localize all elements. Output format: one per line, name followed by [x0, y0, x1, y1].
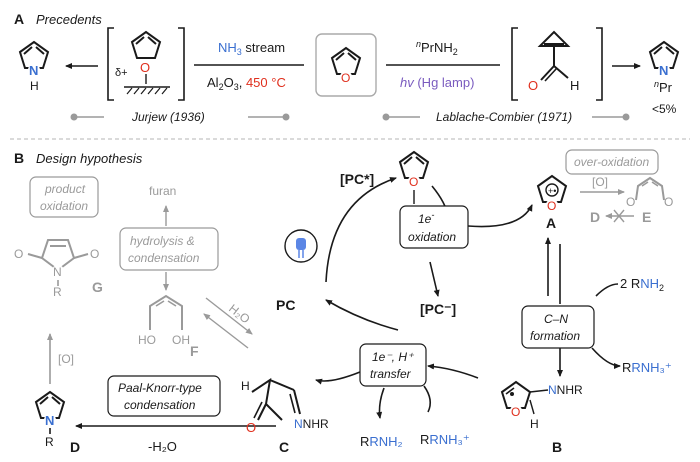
ref-jurjew: Jurjew (1936): [70, 110, 290, 124]
h2o-diag: H₂O: [226, 301, 252, 326]
paal-line1: Paal-Knorr-type: [118, 381, 202, 395]
pyrrole-nh-structure: N H: [18, 40, 50, 93]
oxidation-box: [399, 205, 469, 249]
cn-line1: C–N: [544, 312, 568, 326]
svg-text:N: N: [659, 63, 668, 78]
pc-minus: [PC⁻]: [420, 301, 456, 317]
cyclopropenyl-aldehyde: O H: [511, 27, 603, 101]
label-f: F: [190, 343, 199, 359]
label-a: A: [546, 215, 556, 231]
g-o-left: O: [14, 247, 23, 261]
cn-line2: formation: [530, 329, 580, 343]
product-oxidation-box: [29, 176, 99, 218]
product-ox-line1: product: [44, 182, 86, 196]
label-g: G: [92, 279, 103, 295]
ref-left-text: Jurjew (1936): [131, 110, 205, 124]
label-b: B: [552, 439, 562, 455]
alumina-condition: Al2O3, 450 °C: [207, 75, 286, 92]
label-d: D: [70, 439, 80, 455]
c-o: O: [246, 420, 256, 435]
ref-lablache: Lablache-Combier (1971): [382, 110, 630, 124]
e-o2: O: [664, 195, 673, 209]
label-c: C: [279, 439, 289, 455]
svg-text:O: O: [341, 71, 350, 85]
rnh2-bottom: RRNH₂: [360, 434, 403, 449]
delta-plus: δ+: [115, 67, 128, 79]
reagent-2rnh2: 2 RNH2: [620, 276, 664, 293]
svg-text:N: N: [29, 63, 38, 78]
product-ox-line2: oxidation: [40, 199, 88, 213]
aldehyde-o: O: [528, 78, 538, 93]
pc-star: [PC*]: [340, 171, 374, 187]
g-r: R: [53, 285, 62, 299]
furan-top-o: O: [409, 175, 418, 189]
paal-knorr-box: [107, 375, 221, 417]
section-b-letter: B: [14, 150, 24, 166]
transfer-box: [359, 343, 427, 387]
section-a-letter: A: [14, 11, 24, 27]
transfer-line2: transfer: [370, 367, 412, 381]
c-h: H: [241, 379, 250, 393]
section-b-title: Design hypothesis: [36, 151, 143, 166]
enedial-e: O O: [626, 176, 673, 209]
over-ox-label: over-oxidation: [574, 155, 649, 169]
e-o1: O: [626, 195, 635, 209]
transfer-line1: 1e⁻, H⁺: [372, 350, 415, 364]
furan-start-box: O: [315, 33, 377, 97]
pyrrole-d: N R D: [34, 390, 80, 455]
d-n: N: [45, 413, 54, 428]
b-h: H: [530, 417, 539, 431]
svg-text:+•: +•: [548, 186, 556, 196]
maleimide-g: O O N R G: [14, 239, 103, 299]
hydrolysis-line1: hydrolysis &: [130, 234, 195, 248]
minus-h2o: -H₂O: [148, 439, 177, 454]
f-oh: OH: [172, 333, 190, 347]
furan-label: furan: [149, 184, 176, 198]
b-o: O: [511, 405, 520, 419]
f-ho: HO: [138, 333, 156, 347]
photocatalytic-cycle: [PC*] PC [PC⁻]: [276, 171, 456, 331]
radical-aminal-b: O NNHR H B: [500, 380, 583, 455]
oxidation-line: oxidation: [408, 230, 456, 244]
enamine-aldehyde-c: H O NNHR C: [241, 377, 329, 455]
rnh3-bottom: RRNH₃⁺: [420, 432, 470, 447]
radical-cation-a: +• O A: [536, 174, 568, 231]
a-o: O: [547, 199, 556, 213]
pc: PC: [276, 297, 295, 313]
over-oxidation-box: [565, 149, 659, 175]
one-e-label: 1e-: [418, 210, 434, 226]
furan-on-alumina: O δ+: [107, 27, 185, 101]
hv-condition: hv (Hg lamp): [400, 75, 474, 90]
nh3-condition: NH3 stream: [218, 40, 285, 57]
b-nhr: NNHR: [548, 383, 583, 397]
prnh2-condition: nPrNH2: [416, 39, 458, 57]
section-a: A Precedents N H O δ+: [14, 11, 680, 124]
label-e: E: [642, 209, 651, 225]
label-d2: D: [590, 209, 600, 225]
g-o-right: O: [90, 247, 99, 261]
pyrrole-nh-h: H: [30, 79, 39, 93]
furan-top: O: [398, 150, 430, 204]
section-a-title: Precedents: [36, 12, 102, 27]
cn-formation-box: [521, 305, 595, 349]
o-reagent-g: [O]: [58, 352, 74, 366]
rnh3-right: RRNH₃⁺: [622, 360, 672, 375]
enediol-f: HO OH F: [138, 294, 199, 359]
aldehyde-h: H: [570, 78, 579, 93]
c-nhr: NNHR: [294, 417, 329, 431]
hydrolysis-line2: condensation: [128, 251, 200, 265]
g-n: N: [53, 265, 62, 279]
n-propyl-pyrrole: N nPr <5%: [648, 40, 680, 116]
section-b: B Design hypothesis product oxidation O …: [14, 149, 673, 455]
d-r: R: [45, 435, 54, 449]
paal-line2: condensation: [124, 398, 196, 412]
ref-right-text: Lablache-Combier (1971): [436, 110, 572, 124]
yield-label: <5%: [652, 102, 677, 116]
svg-text:O: O: [140, 60, 150, 75]
npr-label: nPr: [654, 79, 673, 95]
o-reagent-e: [O]: [592, 175, 608, 189]
hydrolysis-box: [119, 227, 219, 271]
